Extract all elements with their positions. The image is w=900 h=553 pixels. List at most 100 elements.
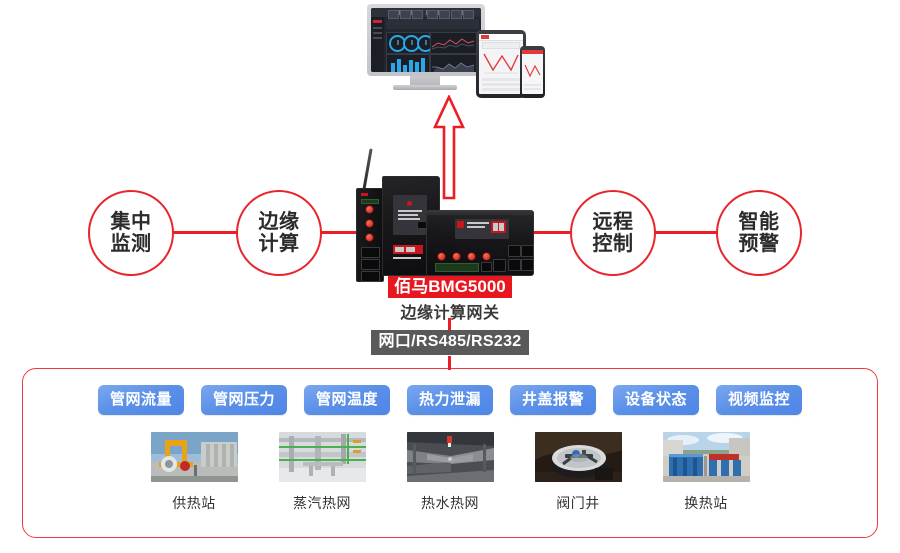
bar (391, 63, 395, 72)
hot-water-network-photo (406, 432, 494, 482)
scenario-heat-exchange-station: 换热站 (662, 432, 750, 513)
thumbnail-caption: 供热站 (172, 495, 216, 511)
valve-well-photo (534, 432, 622, 482)
node-edge-computing[interactable]: 边缘 计算 (236, 190, 322, 276)
phone-table-row (524, 84, 541, 86)
steam-network-photo (278, 432, 366, 482)
warning-icon (395, 247, 404, 252)
terminal-knob (467, 252, 476, 261)
terminal-knob (452, 252, 461, 261)
bar-chart-panel (386, 54, 430, 72)
thumbnail-image (278, 432, 366, 482)
tag-heat-leakage[interactable]: 热力泄漏 (406, 385, 493, 415)
ethernet-port (361, 259, 380, 270)
label-text-line (393, 257, 421, 259)
monitor-dashboard (371, 8, 481, 72)
filter-cell (439, 9, 450, 19)
tag-pipe-flow[interactable]: 管网流量 (97, 385, 184, 415)
area-chart-panel (430, 54, 477, 72)
tablet-chart (482, 50, 520, 74)
phone-table-row (524, 88, 541, 90)
monitor-stand (410, 76, 440, 86)
thumbnail-image (150, 432, 238, 482)
edge-gateway-devices (352, 148, 534, 283)
device-caption-group: 佰马BMG5000 边缘计算网关 (0, 276, 900, 323)
terminal-knob (437, 252, 446, 261)
bar (403, 65, 407, 72)
ethernet-port (361, 271, 380, 282)
node-label-line1: 智能 (738, 211, 780, 233)
tablet-table-row (482, 78, 520, 81)
terminal-block (435, 263, 479, 272)
filter-cell (412, 9, 423, 19)
thumbnail-image (662, 432, 750, 482)
tag-device-status[interactable]: 设备状态 (613, 385, 700, 415)
terminal-knob (365, 205, 374, 214)
terminal-knob (365, 219, 374, 228)
thumbnail-caption: 热水热网 (421, 495, 479, 511)
gateway-vertical-front (382, 176, 440, 276)
filter-cell (400, 9, 411, 19)
thumbnail-image (534, 432, 622, 482)
terminal-knob (482, 252, 491, 261)
device-model-badge: 佰马BMG5000 (388, 276, 512, 298)
node-centralized-monitoring[interactable]: 集中 监测 (88, 190, 174, 276)
label-logo (457, 221, 464, 228)
tablet-line-chart (483, 53, 519, 74)
dashboard-filter-row (386, 19, 479, 29)
node-remote-control[interactable]: 远程 控制 (570, 190, 656, 276)
node-label-line1: 边缘 (258, 211, 300, 233)
thumbnail-caption: 换热站 (684, 495, 728, 511)
bar (415, 62, 419, 72)
tag-manhole-alarm[interactable]: 井盖报警 (510, 385, 597, 415)
node-label-line1: 远程 (592, 211, 634, 233)
thumbnail-caption: 蒸汽热网 (293, 495, 351, 511)
connector-vertical-upper (448, 318, 451, 332)
tablet-table-row (482, 88, 520, 91)
filter-cell (451, 9, 462, 19)
uplink-arrow-icon (432, 95, 466, 200)
dashboard-sidebar (371, 17, 384, 72)
connector-vertical-lower (448, 356, 451, 370)
thumbnail-image (406, 432, 494, 482)
interface-badge: 网口/RS485/RS232 (370, 330, 530, 355)
cloud-platform-devices (363, 2, 553, 98)
line-chart (432, 38, 475, 50)
phone-chart (524, 64, 541, 78)
scenario-hot-water-network: 热水热网 (406, 432, 494, 513)
heating-station-photo (150, 432, 238, 482)
warning-icon (493, 223, 498, 231)
tablet-filter-bar (482, 42, 520, 49)
sidebar-item (373, 37, 382, 39)
bar (397, 59, 401, 72)
device-type-label: 边缘计算网关 (400, 305, 500, 322)
application-scenarios-panel: 管网流量 管网压力 管网温度 热力泄漏 井盖报警 设备状态 视频监控 (22, 368, 878, 538)
phone-device (520, 46, 545, 98)
bar (409, 60, 413, 72)
phone-header (522, 50, 543, 54)
tag-video-surveillance[interactable]: 视频监控 (716, 385, 803, 415)
filter-cell (388, 9, 399, 19)
sidebar-item (373, 27, 382, 29)
node-label-line2: 预警 (738, 233, 780, 255)
scenario-steam-heat-network: 蒸汽热网 (278, 432, 366, 513)
antenna-icon (362, 148, 373, 193)
scenario-heating-station: 供热站 (150, 432, 238, 513)
ethernet-port (361, 247, 380, 258)
tablet-brand-mark (481, 35, 489, 39)
scenario-valve-well: 阀门井 (534, 432, 622, 513)
terminal-knob (365, 233, 374, 242)
tablet-table-row (482, 83, 520, 86)
tag-pipe-temperature[interactable]: 管网温度 (303, 385, 390, 415)
label-logo (407, 201, 412, 206)
sidebar-item (373, 32, 382, 34)
tag-pipe-pressure[interactable]: 管网压力 (200, 385, 287, 415)
node-intelligent-alert[interactable]: 智能 预警 (716, 190, 802, 276)
terminal-block (361, 199, 379, 204)
tablet-toolbar (479, 34, 523, 41)
bar (421, 58, 425, 72)
tablet-dashboard (479, 34, 523, 94)
desktop-monitor (367, 4, 485, 76)
ethernet-port (508, 259, 521, 271)
